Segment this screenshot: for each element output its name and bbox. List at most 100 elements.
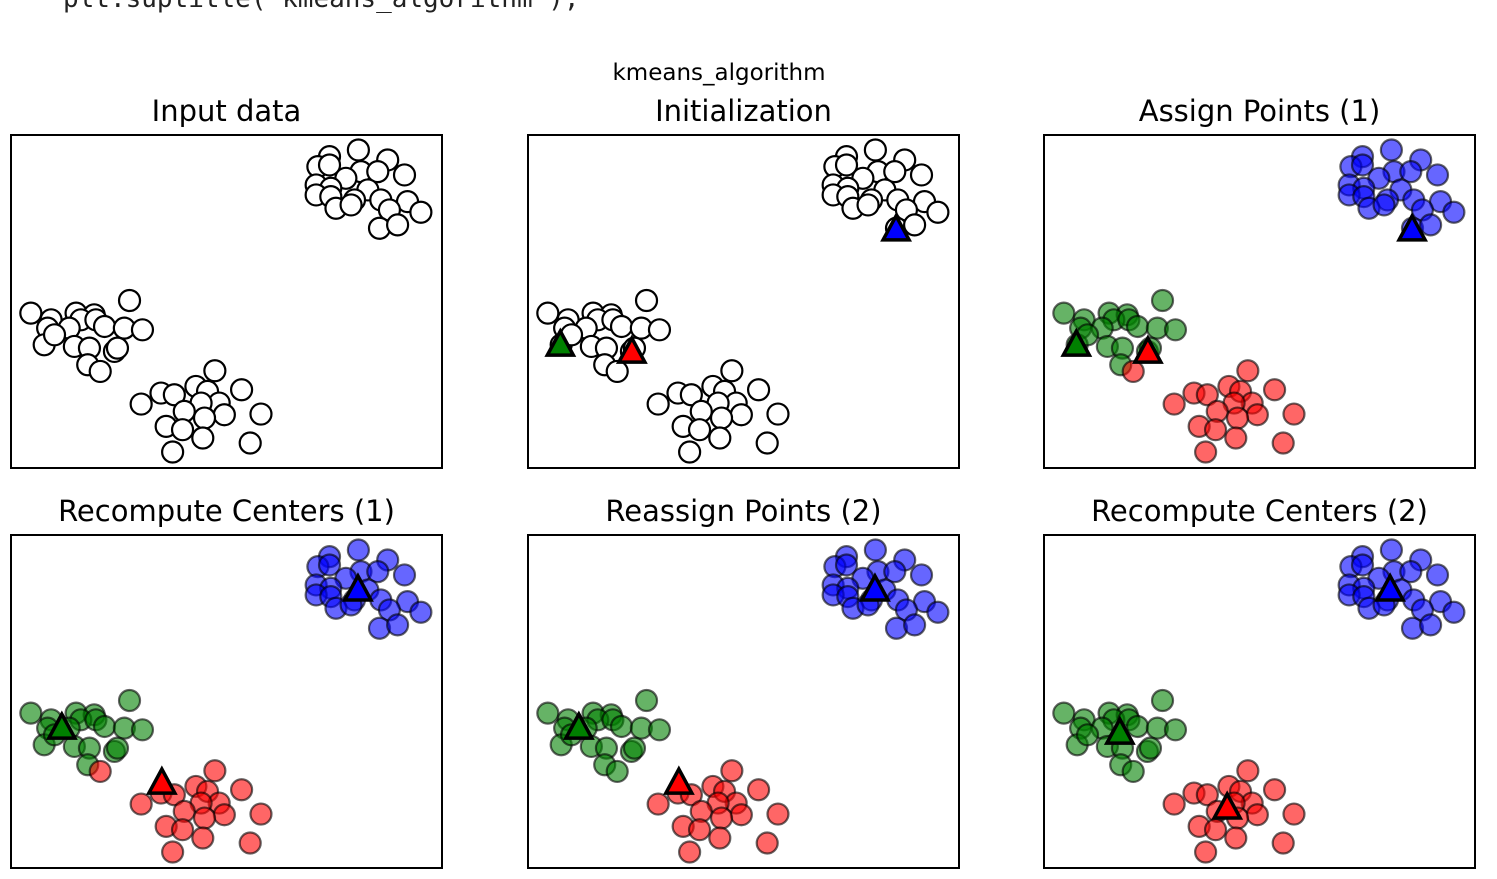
data-point <box>746 778 771 802</box>
code-line: plt.suptitle('kmeans_algorithm'); <box>63 0 580 14</box>
data-point <box>834 153 859 177</box>
data-point <box>856 193 880 217</box>
data-point <box>1262 378 1287 402</box>
data-point <box>386 613 410 637</box>
axes-frame <box>10 534 443 869</box>
data-point <box>392 163 417 187</box>
data-point <box>346 138 370 162</box>
data-point <box>366 160 390 184</box>
data-point <box>926 600 950 624</box>
data-point <box>678 440 702 464</box>
data-point <box>883 160 907 184</box>
suptitle: kmeans_algorithm <box>612 60 825 86</box>
data-point <box>863 538 887 562</box>
cluster-center-marker <box>615 334 648 364</box>
data-point <box>678 840 702 864</box>
data-point <box>1419 213 1443 237</box>
data-point <box>19 701 43 725</box>
data-point <box>766 802 790 826</box>
data-point <box>536 701 560 725</box>
data-point <box>687 418 712 442</box>
data-point <box>926 200 950 224</box>
axes-frame <box>527 534 960 869</box>
data-point <box>708 826 732 850</box>
data-point <box>863 138 887 162</box>
data-point <box>1282 802 1306 826</box>
data-point <box>1195 783 1219 807</box>
data-point <box>317 553 342 577</box>
data-point <box>366 560 390 584</box>
data-point <box>709 406 734 430</box>
data-point <box>117 288 142 313</box>
data-point <box>1121 359 1145 384</box>
subplot-title: Recompute Centers (1) <box>58 494 395 528</box>
cluster-center-marker <box>1374 572 1407 602</box>
data-point <box>1425 163 1450 187</box>
subplot-title: Input data <box>152 94 302 128</box>
data-point <box>536 301 560 325</box>
data-point <box>687 818 712 842</box>
cluster-center-marker <box>859 572 891 602</box>
data-point <box>192 406 217 430</box>
data-point <box>609 714 634 739</box>
data-point <box>755 831 779 855</box>
data-point <box>605 759 629 784</box>
data-point <box>192 806 217 830</box>
data-point <box>191 426 215 450</box>
data-point <box>1150 288 1175 313</box>
cluster-center-marker <box>880 212 913 242</box>
cluster-center-marker <box>1211 790 1244 820</box>
data-point <box>1162 792 1186 816</box>
data-point <box>903 613 927 637</box>
data-point <box>909 163 934 187</box>
data-point <box>709 806 734 830</box>
data-point <box>1150 688 1175 713</box>
data-point <box>1262 778 1287 802</box>
data-point <box>1125 714 1150 739</box>
data-point <box>238 831 262 855</box>
data-point <box>720 359 744 383</box>
data-point <box>746 378 771 402</box>
cluster-center-marker <box>662 765 695 795</box>
axes-frame <box>527 134 960 469</box>
data-point <box>909 563 934 587</box>
data-point <box>249 402 273 426</box>
data-point <box>229 778 254 802</box>
subplot-2: Assign Points (1) <box>1043 94 1476 469</box>
data-point <box>883 560 907 584</box>
data-point <box>1125 314 1150 339</box>
data-point <box>386 213 410 237</box>
subplot-4: Reassign Points (2) <box>527 494 960 869</box>
data-point <box>1075 723 1100 747</box>
data-point <box>647 318 672 342</box>
data-point <box>92 314 117 339</box>
data-point <box>729 803 753 827</box>
data-point <box>1225 406 1250 430</box>
data-point <box>708 426 732 450</box>
data-point <box>1138 736 1163 760</box>
cluster-center-marker <box>1103 715 1136 745</box>
data-point <box>1052 701 1076 725</box>
cluster-center-marker <box>342 572 374 602</box>
data-point <box>1271 431 1295 455</box>
data-point <box>191 826 215 850</box>
data-point <box>766 402 790 426</box>
data-point <box>729 403 753 427</box>
data-point <box>392 563 417 587</box>
data-point <box>317 153 342 177</box>
axes-frame <box>10 134 443 469</box>
data-point <box>130 318 155 342</box>
subplot-1: Initialization <box>527 94 960 469</box>
data-point <box>409 600 433 624</box>
axes-frame <box>1043 134 1476 469</box>
data-point <box>203 759 227 783</box>
data-point <box>1372 193 1396 217</box>
data-point <box>1350 153 1375 177</box>
data-point <box>19 301 43 325</box>
subplot-title: Recompute Centers (2) <box>1091 494 1428 528</box>
axes-frame <box>1043 534 1476 869</box>
data-point <box>1245 803 1269 827</box>
data-point <box>117 688 142 713</box>
data-point <box>1399 160 1423 184</box>
data-point <box>1162 392 1186 416</box>
